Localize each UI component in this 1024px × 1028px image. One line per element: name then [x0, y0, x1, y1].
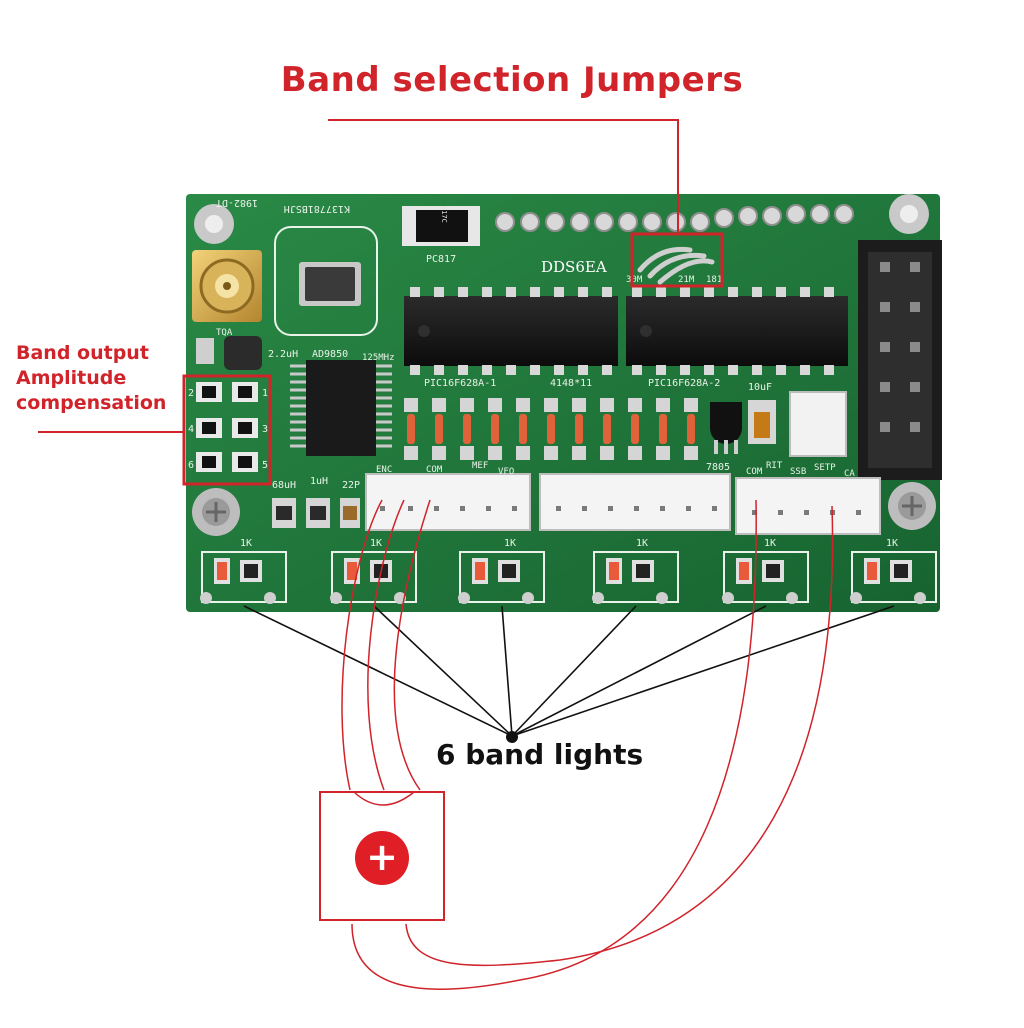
resistor-label: 1K: [886, 538, 898, 549]
dds-chip: [290, 360, 392, 456]
capacitor: [748, 400, 776, 444]
comp-number-6: 6: [188, 460, 194, 471]
mcu-left-label: PIC16F628A-1: [424, 378, 496, 389]
conn-label-ca: CA: [844, 469, 855, 479]
jumper-label-21m: 21M: [678, 275, 695, 285]
resistor-label: 1K: [370, 538, 382, 549]
diode-label: 4148*11: [550, 378, 592, 389]
jumper-wires: [637, 246, 715, 285]
mcu-right-label: PIC16F628A-2: [648, 378, 720, 389]
amplitude-label-line: Band output: [16, 342, 149, 364]
resistor-label: 1K: [636, 538, 648, 549]
amplitude-label-line: Amplitude: [16, 367, 127, 389]
resistor-label: 1K: [504, 538, 516, 549]
inductor-block: [224, 336, 262, 370]
comp-number-5: 5: [262, 460, 268, 471]
sma-connector-icon: [192, 250, 262, 322]
conn-label-ssb: SSB: [790, 467, 806, 477]
conn-label-com-2: COM: [746, 467, 763, 477]
opto-part-label: 817C: [440, 206, 448, 223]
resistor-label: 1K: [764, 538, 776, 549]
jumper-label-181: 181: [706, 275, 722, 285]
inductor-label-3: 1uH: [310, 476, 328, 487]
conn-label-com: COM: [426, 465, 443, 475]
resistor-label: 1K: [240, 538, 252, 549]
smd-part: [196, 338, 214, 364]
cap-label-2: 22P: [342, 480, 360, 491]
amplitude-label-line: compensation: [16, 392, 167, 414]
regulator: [710, 402, 742, 454]
serial-label-2: 1982-DT: [216, 197, 258, 208]
small-connector: [789, 391, 847, 457]
opto-coupler-chip: [402, 206, 480, 246]
conn-label-mef: MEF: [472, 461, 488, 471]
transistor-label: TQA: [216, 328, 233, 338]
comp-number-4: 4: [188, 424, 194, 435]
amplitude-callout: [38, 374, 272, 486]
encoder-box: [319, 791, 445, 921]
bottom-connectors: [365, 473, 881, 535]
cap-label: 10uF: [748, 382, 772, 393]
conn-label-setp: SETP: [814, 463, 836, 473]
conn-label-vfo: VFO: [498, 467, 514, 477]
compensation-components: [196, 382, 258, 472]
encoder-wires: [341, 499, 834, 990]
inductor-label-1: 2.2uH: [268, 349, 298, 360]
comp-number-3: 3: [262, 424, 268, 435]
regulator-label: 7805: [706, 462, 730, 473]
conn-label-enc: ENC: [376, 465, 392, 475]
mounting-holes: [192, 194, 936, 536]
plus-icon: +: [366, 835, 398, 879]
lights-junction-dot: [506, 731, 518, 743]
comp-number-2: 2: [188, 388, 194, 399]
diode-row: [404, 398, 698, 460]
comp-number-1: 1: [262, 388, 268, 399]
jumper-label-30m: 30M: [626, 275, 643, 285]
osc-freq-label: 125MHz: [362, 353, 395, 363]
board-name-label: DDS6EA: [541, 258, 607, 276]
dds-chip-label: AD9850: [312, 349, 348, 360]
jumpers-title: Band selection Jumpers: [280, 60, 744, 100]
mcu-left-chip: [404, 287, 618, 375]
top-pin-pads: [495, 204, 854, 232]
jumpers-callout: [328, 119, 724, 288]
oscillator-module: [274, 226, 378, 336]
amplitude-label: Band output Amplitude compensation: [16, 341, 166, 416]
inductor-label-2: 68uH: [272, 480, 296, 491]
box-header-connector: [858, 240, 942, 480]
opto-label: PC817: [426, 254, 456, 265]
conn-label-rit: RIT: [766, 461, 783, 471]
serial-label: K137781BSJH: [284, 203, 350, 214]
mcu-right-chip: [626, 287, 848, 375]
small-inductors: [272, 498, 360, 528]
band-lights-label: 6 band lights: [436, 738, 644, 771]
lights-leader-lines: [243, 605, 895, 737]
